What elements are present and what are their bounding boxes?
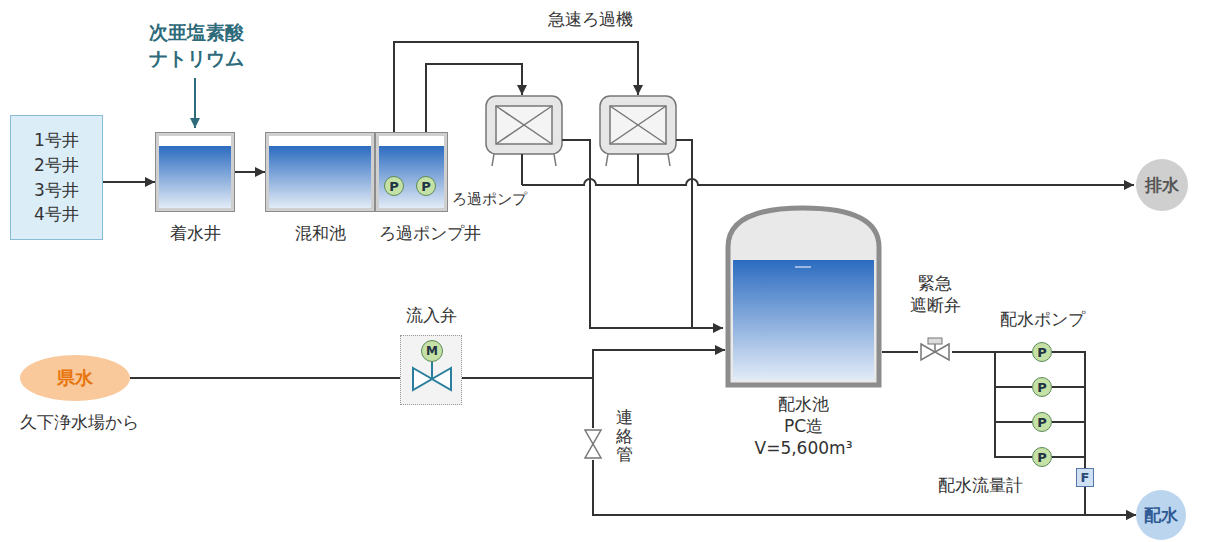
node-text: P (1037, 415, 1047, 430)
node-text: 流入弁 (406, 304, 457, 327)
pipe-connector (1052, 457, 1085, 468)
sv-node: 緊急 遮断弁 (918, 338, 952, 366)
equipment-label: 急速ろ過機 (548, 8, 633, 31)
pipe-connector (1052, 352, 1085, 468)
pipe-connector (952, 352, 1032, 387)
circ-node: 配水 (1136, 490, 1186, 540)
pipe-connector (952, 352, 1032, 422)
node-text: 着水井 (170, 222, 221, 245)
node-text: 久下浄水場から (20, 411, 139, 434)
tank-shape (155, 132, 235, 212)
equipment-label: 配水流量計 (938, 474, 1023, 497)
pump-node: P (1032, 412, 1052, 432)
pipe-connector (235, 171, 265, 173)
equipment-label: 配水ポンプ (1000, 308, 1085, 331)
pump-node: P (1032, 342, 1052, 362)
pipe-connector (952, 352, 1032, 457)
node-text: 配水 (1144, 504, 1178, 527)
node-text: P (1037, 345, 1047, 360)
dome-node: 配水池 PC造 V=5,600m³ (725, 205, 882, 385)
dosing-arrow (194, 78, 196, 128)
dome-shape (725, 205, 882, 385)
node-text: ろ過ポンプ井 (379, 222, 481, 245)
node-text: 県水 (57, 366, 93, 390)
tank-node: 混和池 (265, 132, 375, 212)
vbox-node: 流入弁M (400, 335, 462, 405)
sv-shape (918, 338, 952, 366)
circ-node: 排水 (1136, 159, 1188, 211)
pipe-connector (1052, 387, 1085, 468)
node-text: P (1037, 380, 1047, 395)
node-text: 1号井 2号井 3号井 4号井 (32, 128, 82, 227)
pipe-connector (882, 351, 918, 353)
node-text: P (389, 179, 399, 194)
vv-shape (582, 428, 604, 460)
node-text: 緊急 遮断弁 (900, 272, 970, 316)
pipe-connector (1052, 422, 1085, 468)
pipe-connector (130, 377, 400, 379)
pipe-connector (1085, 487, 1136, 515)
rapid-filter (486, 96, 676, 166)
tank-node: 着水井 (155, 132, 235, 212)
wells-node: 1号井 2号井 3号井 4号井 (10, 115, 103, 240)
pump-node: P (416, 176, 436, 196)
pump-node: P (1032, 377, 1052, 397)
pipe-connector (103, 181, 155, 183)
node-text: P (1037, 450, 1047, 465)
node-text: 排水 (1145, 174, 1179, 197)
pump-node: P (1032, 447, 1052, 467)
node-text: 配水池 PC造 V=5,600m³ (749, 393, 859, 459)
oval-node: 県水久下浄水場から (20, 355, 130, 401)
node-text: M (426, 344, 438, 358)
tank-shape (265, 132, 375, 212)
node-text: F (1081, 470, 1090, 485)
fbox-node: F (1076, 468, 1094, 487)
equipment-label: ろ過ポンプ (452, 190, 527, 209)
pipe-connector (593, 460, 1136, 515)
tank-node: ろ過ポンプ井PP (375, 132, 448, 212)
chemical-label: 次亜塩素酸 ナトリウム (128, 20, 264, 71)
node-text: 連絡管 (616, 408, 633, 464)
node-text: 混和池 (295, 222, 346, 245)
tank-shape (375, 132, 448, 212)
node-text: P (421, 179, 431, 194)
pipe-connector (462, 350, 725, 378)
mc-node: M (421, 340, 443, 362)
vv-node: 連絡管 (582, 428, 604, 460)
pipe-connector (462, 378, 593, 428)
pump-node: P (384, 176, 404, 196)
